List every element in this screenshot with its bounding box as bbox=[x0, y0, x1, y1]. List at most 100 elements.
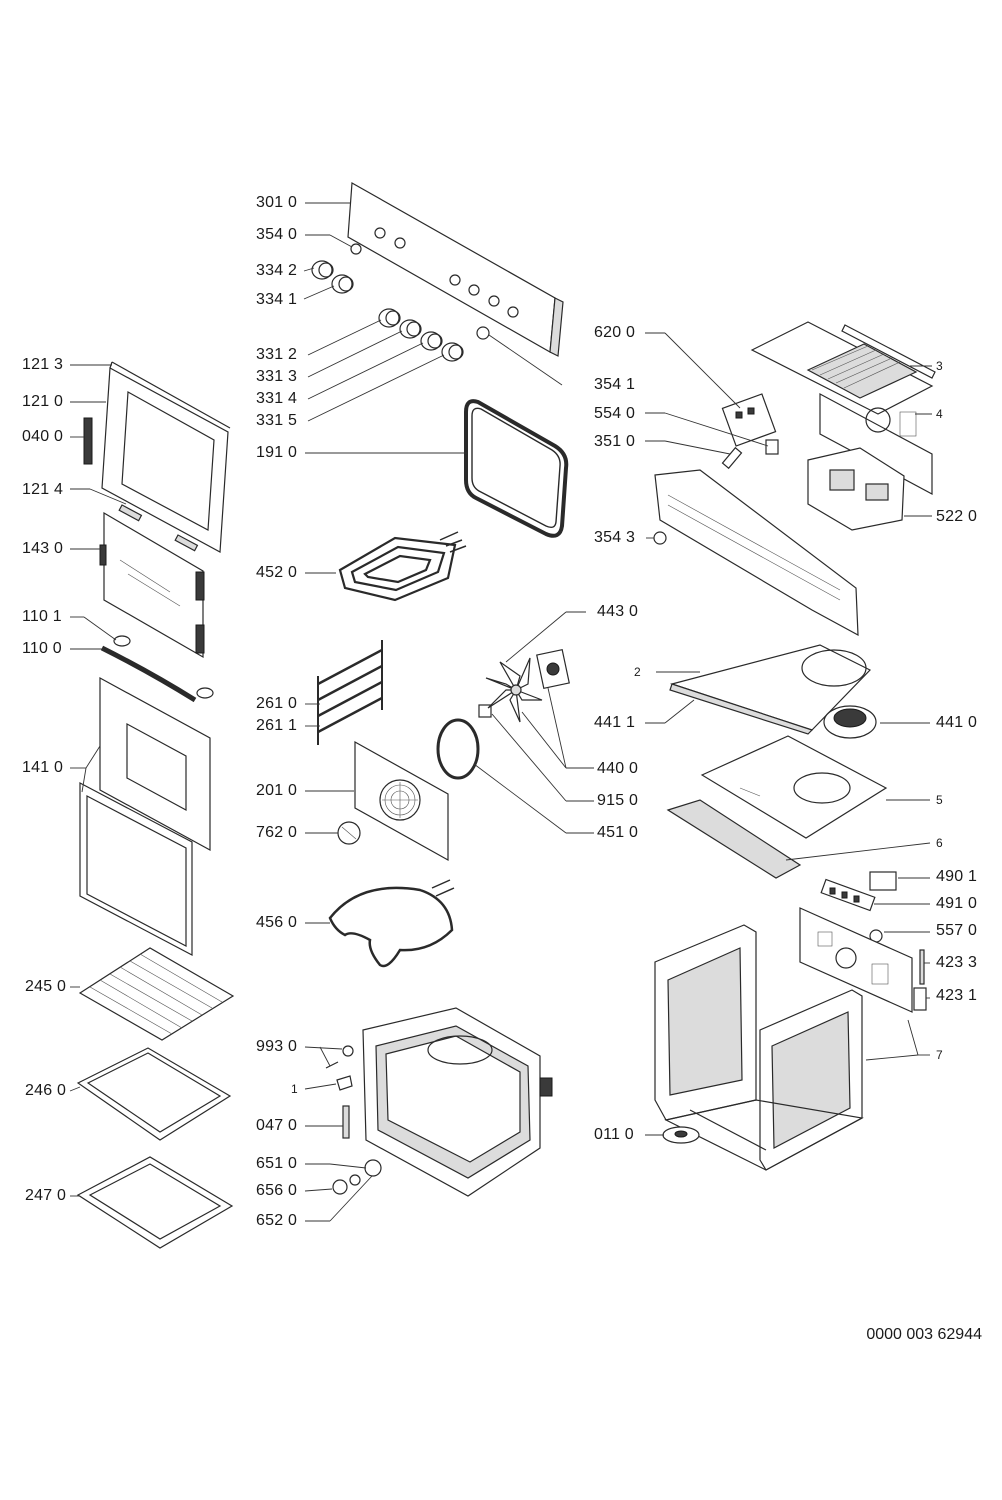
insulation-strip-part bbox=[666, 799, 802, 879]
top-cover-plate-part bbox=[669, 644, 871, 735]
electronic-module-part bbox=[807, 447, 905, 531]
part-label: 247 0 bbox=[25, 1187, 67, 1204]
outer-door-glass-part bbox=[79, 676, 211, 956]
fan-cover-part bbox=[354, 740, 449, 862]
part-label: 2 bbox=[634, 665, 641, 679]
door-handle-part bbox=[100, 645, 197, 703]
part-label: 110 0 bbox=[22, 640, 62, 657]
part-label: 5 bbox=[936, 793, 943, 807]
part-label: 452 0 bbox=[256, 564, 298, 581]
screw-part bbox=[342, 1045, 354, 1057]
part-label: 451 0 bbox=[597, 824, 639, 841]
document-number: 0000 003 62944 bbox=[866, 1326, 982, 1343]
part-label: 652 0 bbox=[256, 1212, 298, 1229]
part-label: 4 bbox=[936, 407, 943, 421]
part-label: 7 bbox=[936, 1048, 943, 1062]
part-label: 301 0 bbox=[256, 194, 298, 211]
knob-cap-part bbox=[476, 326, 490, 340]
leader-lines bbox=[69, 202, 932, 1222]
lamp-holder-part bbox=[364, 1159, 382, 1177]
cooling-fan-wheel-part bbox=[823, 705, 877, 739]
part-label: 6 bbox=[936, 836, 943, 850]
lamp-switch-part bbox=[721, 446, 743, 470]
part-label: 121 4 bbox=[22, 481, 64, 498]
part-label: 3 bbox=[936, 359, 943, 373]
part-label: 354 3 bbox=[594, 529, 636, 546]
bottom-heater-part bbox=[328, 886, 454, 968]
part-label: 915 0 bbox=[597, 792, 639, 809]
deep-tray-part bbox=[76, 1156, 234, 1249]
part-label: 110 1 bbox=[22, 608, 62, 625]
part-label: 040 0 bbox=[22, 428, 64, 445]
switch-knob-part bbox=[653, 531, 667, 545]
clip-part bbox=[336, 1075, 353, 1091]
fan-heater-ring-part bbox=[436, 718, 480, 780]
part-label: 620 0 bbox=[594, 324, 636, 341]
part-label: 554 0 bbox=[594, 405, 636, 422]
cooling-fan-assembly-part bbox=[750, 321, 936, 496]
door-inner-frame-part bbox=[101, 361, 231, 553]
part-label: 651 0 bbox=[256, 1155, 298, 1172]
relay-part bbox=[721, 393, 777, 447]
part-label: 141 0 bbox=[22, 759, 64, 776]
part-label: 423 3 bbox=[936, 954, 978, 971]
terminal-block-part bbox=[820, 878, 876, 912]
part-label: 261 0 bbox=[256, 695, 298, 712]
part-label: 491 0 bbox=[936, 895, 978, 912]
knob-part bbox=[378, 308, 464, 362]
part-label: 762 0 bbox=[256, 824, 298, 841]
screw-part bbox=[325, 1061, 339, 1069]
handle-end-cap-part bbox=[113, 635, 131, 647]
thermostat-part bbox=[765, 439, 779, 455]
part-label: 261 1 bbox=[256, 717, 298, 734]
part-label: 331 5 bbox=[256, 412, 298, 429]
part-label: 354 1 bbox=[594, 376, 636, 393]
front-frame-part bbox=[654, 469, 859, 637]
part-label: 191 0 bbox=[256, 444, 298, 461]
part-label: 423 1 bbox=[936, 987, 978, 1004]
part-label: 047 0 bbox=[256, 1117, 298, 1134]
part-label: 121 3 bbox=[22, 356, 64, 373]
lamp-bulb-part bbox=[332, 1179, 348, 1195]
control-panel-part bbox=[347, 182, 564, 357]
part-label: 201 0 bbox=[256, 782, 298, 799]
part-label: 334 2 bbox=[256, 262, 298, 279]
part-label: 993 0 bbox=[256, 1038, 298, 1055]
door-seal-part bbox=[464, 399, 569, 538]
shelf-support-part bbox=[317, 640, 383, 745]
part-label: 443 0 bbox=[597, 603, 639, 620]
heat-shield-plate-part bbox=[700, 735, 888, 839]
grill-element-part bbox=[338, 531, 467, 602]
part-label: 246 0 bbox=[25, 1082, 67, 1099]
part-label: 121 0 bbox=[22, 393, 64, 410]
part-label: 656 0 bbox=[256, 1182, 298, 1199]
fan-motor-part bbox=[536, 648, 570, 690]
spacer-part bbox=[919, 949, 925, 985]
part-label: 354 0 bbox=[256, 226, 298, 243]
wire-rack-part bbox=[78, 947, 235, 1041]
part-label: 245 0 bbox=[25, 978, 67, 995]
inner-glass-part bbox=[99, 511, 205, 659]
part-label: 331 4 bbox=[256, 390, 298, 407]
connector-part bbox=[913, 987, 927, 1011]
rear-panel-part bbox=[799, 907, 913, 1013]
part-label: 011 0 bbox=[594, 1126, 634, 1143]
oven-cavity-part bbox=[362, 1007, 553, 1197]
part-label: 456 0 bbox=[256, 914, 298, 931]
part-label: 1 bbox=[291, 1082, 298, 1096]
part-label: 441 0 bbox=[936, 714, 978, 731]
fuse-holder-part bbox=[869, 871, 897, 891]
oven-housing-part bbox=[654, 924, 864, 1171]
baking-tray-part bbox=[76, 1047, 232, 1141]
knob-cap-part bbox=[350, 243, 362, 255]
lamp-glass-part bbox=[349, 1174, 361, 1186]
part-label: 557 0 bbox=[936, 922, 978, 939]
part-label: 441 1 bbox=[594, 714, 636, 731]
part-label: 143 0 bbox=[22, 540, 64, 557]
part-label: 331 2 bbox=[256, 346, 298, 363]
part-label: 331 3 bbox=[256, 368, 298, 385]
part-label: 351 0 bbox=[594, 433, 636, 450]
part-label: 334 1 bbox=[256, 291, 298, 308]
